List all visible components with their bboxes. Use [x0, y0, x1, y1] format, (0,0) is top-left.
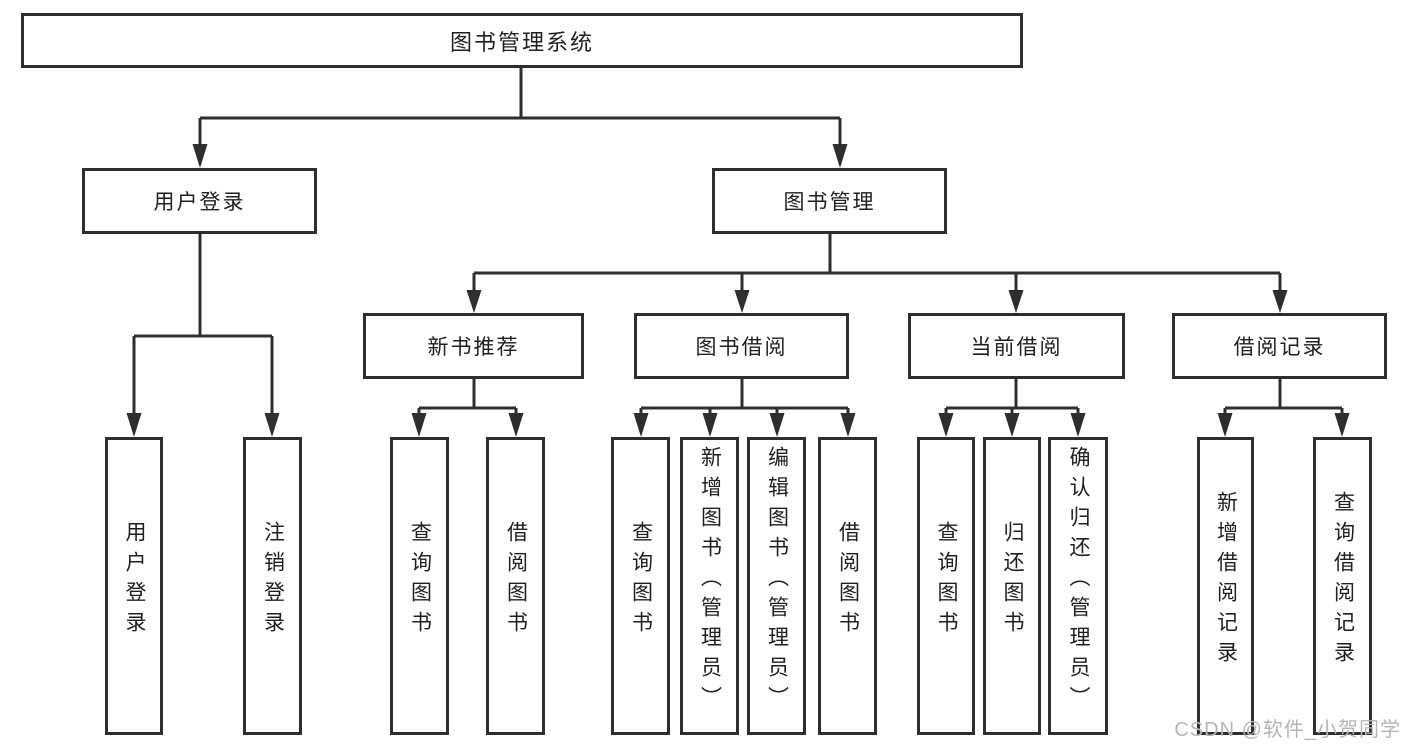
node-book-management-label: 图书管理: [783, 191, 876, 214]
node-user-login: 用户登录: [82, 168, 317, 234]
leaf-recommend-query-book-label: 查询图书: [408, 521, 432, 641]
leaf-query-borrow-record-label: 查询借阅记录: [1331, 491, 1355, 671]
node-current-borrow-label: 当前借阅: [970, 336, 1063, 359]
node-new-book-recommend: 新书推荐: [363, 313, 584, 379]
leaf-edit-book-admin-label: 编辑图书（管理员）: [765, 446, 789, 716]
node-borrow-record-label: 借阅记录: [1233, 336, 1326, 359]
leaf-edit-book-admin: 编辑图书（管理员）: [747, 437, 806, 735]
leaf-user-login: 用户登录: [105, 437, 163, 735]
leaf-query-borrow-record: 查询借阅记录: [1313, 437, 1372, 735]
leaf-recommend-borrow-book: 借阅图书: [486, 437, 545, 735]
csdn-watermark: CSDN @软件_小贺同学: [1174, 719, 1401, 741]
node-current-borrow: 当前借阅: [908, 313, 1125, 379]
leaf-return-book-label: 归还图书: [1001, 521, 1025, 641]
leaf-recommend-borrow-book-label: 借阅图书: [504, 521, 528, 641]
node-book-borrow-label: 图书借阅: [695, 336, 788, 359]
leaf-add-book-admin: 新增图书（管理员）: [680, 437, 739, 735]
leaf-borrow-book: 借阅图书: [818, 437, 877, 735]
leaf-borrow-query-book: 查询图书: [611, 437, 670, 735]
leaf-borrow-book-label: 借阅图书: [836, 521, 860, 641]
node-new-book-recommend-label: 新书推荐: [427, 336, 520, 359]
leaf-recommend-query-book: 查询图书: [390, 437, 449, 735]
leaf-user-login-label: 用户登录: [123, 521, 147, 641]
leaf-current-query-book-label: 查询图书: [935, 521, 959, 641]
leaf-logout: 注销登录: [243, 437, 302, 735]
leaf-confirm-return-admin: 确认归还（管理员）: [1048, 437, 1108, 735]
arrowheads: [126, 144, 1350, 437]
node-system-root: 图书管理系统: [21, 13, 1023, 68]
node-book-borrow: 图书借阅: [634, 313, 849, 379]
node-system-root-label: 图书管理系统: [449, 29, 594, 55]
node-borrow-record: 借阅记录: [1172, 313, 1387, 379]
leaf-add-borrow-record-label: 新增借阅记录: [1214, 491, 1238, 671]
leaf-current-query-book: 查询图书: [917, 437, 975, 735]
node-user-login-label: 用户登录: [153, 191, 246, 214]
leaf-confirm-return-admin-label: 确认归还（管理员）: [1067, 446, 1091, 716]
leaf-add-borrow-record: 新增借阅记录: [1197, 437, 1254, 735]
leaf-borrow-query-book-label: 查询图书: [629, 521, 653, 641]
leaf-return-book: 归还图书: [983, 437, 1041, 735]
leaf-logout-label: 注销登录: [261, 521, 285, 641]
node-book-management: 图书管理: [712, 168, 947, 234]
leaf-add-book-admin-label: 新增图书（管理员）: [698, 446, 722, 716]
